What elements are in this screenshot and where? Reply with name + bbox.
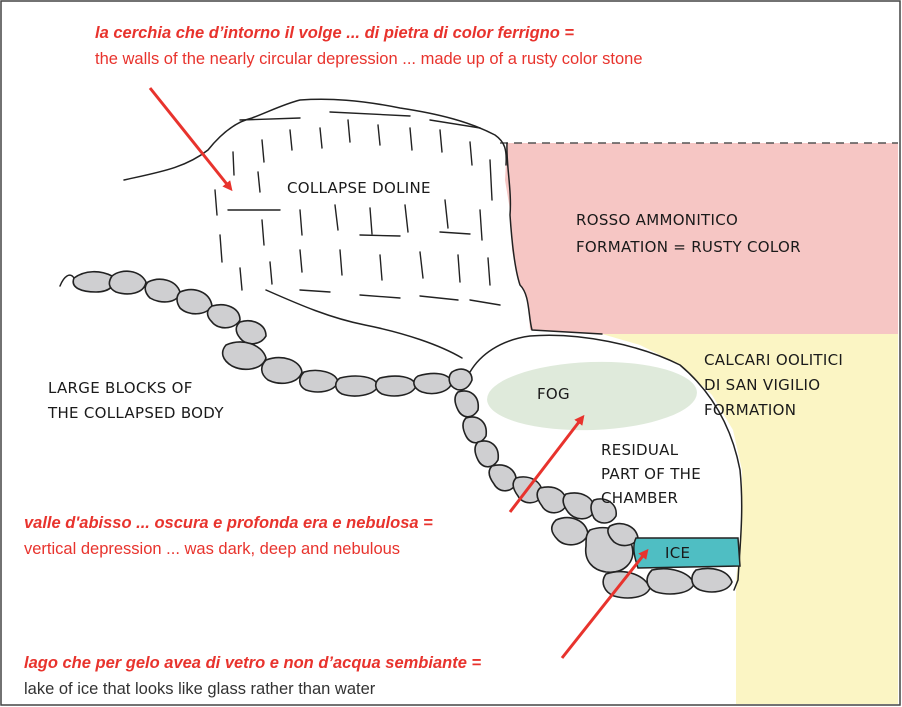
annotation-mid-italian: valle d'abisso ... oscura e profonda era… (24, 514, 433, 532)
annotation-top-english: the walls of the nearly circular depress… (95, 50, 643, 68)
ice-lake (633, 537, 741, 569)
annotation-bottom-english: lake of ice that looks like glass rather… (24, 680, 376, 698)
label-residual-line3: CHAMBER (601, 489, 678, 507)
label-calcari-line1: CALCARI OOLITICI (704, 351, 843, 369)
label-rosso-line1: ROSSO AMMONITICO (576, 211, 738, 229)
label-blocks-line2: THE COLLAPSED BODY (47, 404, 224, 422)
blocks-top-outline (59, 274, 75, 287)
label-collapse-doline: COLLAPSE DOLINE (287, 179, 431, 197)
rosso-left-edge (506, 142, 603, 335)
doline-inner-line (265, 289, 463, 359)
arrow-ice (560, 548, 649, 659)
collapsed-blocks (72, 270, 733, 599)
doline-rock-strokes (214, 111, 501, 306)
calcari-oolitici-formation (602, 334, 898, 704)
annotation-top-italian: la cerchia che d’intorno il volge ... di… (95, 24, 574, 42)
label-calcari-line2: DI SAN VIGILIO (704, 376, 820, 394)
label-calcari-line3: FORMATION (704, 401, 796, 419)
label-rosso-line2: FORMATION = RUSTY COLOR (576, 238, 801, 256)
label-fog: FOG (537, 385, 570, 403)
annotation-mid-english: vertical depression ... was dark, deep a… (24, 540, 400, 558)
chamber-wall (469, 334, 743, 591)
annotation-bottom-italian: lago che per gelo avea di vetro e non d’… (24, 654, 481, 672)
doline-outline (123, 98, 507, 181)
arrow-walls (148, 87, 233, 192)
arrow-fog (508, 414, 585, 513)
label-residual-line1: RESIDUAL (601, 441, 679, 459)
label-residual-line2: PART OF THE (601, 465, 701, 483)
rosso-ammonitico-formation (505, 143, 898, 334)
label-ice: ICE (665, 544, 690, 562)
fog-area (487, 361, 697, 431)
label-blocks-line1: LARGE BLOCKS OF (48, 379, 193, 397)
